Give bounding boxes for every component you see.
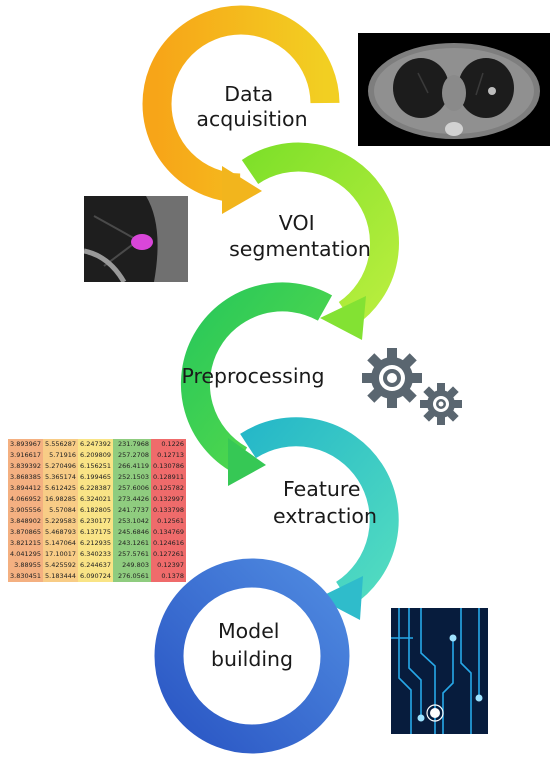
table-cell: 3.893967 — [8, 439, 44, 450]
segmentation-image — [84, 196, 188, 282]
table-cell: 5.183444 — [43, 571, 79, 582]
table-cell: 257.6006 — [113, 483, 152, 494]
table-cell: 16.98285 — [43, 494, 79, 505]
table-cell: 0.12397 — [151, 560, 187, 571]
table-cell: 6.209809 — [78, 450, 114, 461]
table-cell: 252.1503 — [113, 472, 152, 483]
label-preprocessing: Preprocessing — [181, 364, 324, 388]
table-cell: 6.137175 — [78, 527, 114, 538]
label-data-acquisition: Data acquisition — [196, 82, 307, 131]
table-cell: 0.1378 — [151, 571, 187, 582]
table-cell: 3.88955 — [8, 560, 44, 571]
circuit-board-image — [391, 608, 488, 734]
table-cell: 241.7737 — [113, 505, 152, 516]
table-cell: 6.199465 — [78, 472, 114, 483]
table-cell: 6.244637 — [78, 560, 114, 571]
table-cell: 243.1261 — [113, 538, 152, 549]
table-cell: 5.270496 — [43, 461, 79, 472]
table-cell: 5.71916 — [43, 450, 79, 461]
arc-preprocessing — [180, 282, 333, 486]
table-cell: 3.830451 — [8, 571, 44, 582]
table-cell: 0.133798 — [151, 505, 187, 516]
table-cell: 273.4426 — [113, 494, 152, 505]
table-cell: 0.132997 — [151, 494, 187, 505]
table-cell: 0.127261 — [151, 549, 187, 560]
table-cell: 249.803 — [113, 560, 152, 571]
arc-data-acquisition — [142, 5, 340, 214]
table-cell: 5.612425 — [43, 483, 79, 494]
table-cell: 0.12561 — [151, 516, 187, 527]
table-cell: 3.868385 — [8, 472, 44, 483]
table-cell: 6.182805 — [78, 505, 114, 516]
table-cell: 3.870865 — [8, 527, 44, 538]
table-cell: 3.848902 — [8, 516, 44, 527]
table-cell: 3.905556 — [8, 505, 44, 516]
table-cell: 5.365174 — [43, 472, 79, 483]
table-cell: 0.124616 — [151, 538, 187, 549]
table-cell: 276.0561 — [113, 571, 152, 582]
table-cell: 3.839392 — [8, 461, 44, 472]
table-cell: 0.134769 — [151, 527, 187, 538]
table-cell: 257.2708 — [113, 450, 152, 461]
table-cell: 5.425592 — [43, 560, 79, 571]
table-cell: 5.229583 — [43, 516, 79, 527]
gears-icon — [362, 348, 462, 425]
table-cell: 257.5761 — [113, 549, 152, 560]
table-cell: 6.212935 — [78, 538, 114, 549]
arc-voi-segmentation — [241, 142, 399, 340]
table-cell: 5.556287 — [43, 439, 79, 450]
table-cell: 6.247392 — [78, 439, 114, 450]
table-cell: 6.228387 — [78, 483, 114, 494]
table-cell: 6.090724 — [78, 571, 114, 582]
table-cell: 4.066952 — [8, 494, 44, 505]
table-cell: 6.230177 — [78, 516, 114, 527]
table-cell: 6.156251 — [78, 461, 114, 472]
table-cell: 5.468793 — [43, 527, 79, 538]
label-feature-extraction: Feature extraction — [273, 477, 377, 528]
table-cell: 0.130786 — [151, 461, 187, 472]
ring-model-building — [154, 558, 350, 754]
table-cell: 5.147064 — [43, 538, 79, 549]
table-cell: 253.1042 — [113, 516, 152, 527]
table-cell: 0.12713 — [151, 450, 187, 461]
table-cell: 0.125782 — [151, 483, 187, 494]
table-cell: 6.324021 — [78, 494, 114, 505]
table-cell: 17.10017 — [43, 549, 79, 560]
table-cell: 5.57084 — [43, 505, 79, 516]
table-cell: 266.4119 — [113, 461, 152, 472]
table-cell: 245.6846 — [113, 527, 152, 538]
label-voi-segmentation: VOI segmentation — [229, 211, 371, 261]
table-cell: 0.1226 — [151, 439, 187, 450]
label-model-building: Model building — [211, 619, 293, 671]
arc-feature-extraction — [240, 417, 399, 620]
table-cell: 4.041295 — [8, 549, 44, 560]
table-cell: 3.916617 — [8, 450, 44, 461]
table-cell: 3.894412 — [8, 483, 44, 494]
table-cell: 0.128911 — [151, 472, 187, 483]
table-cell: 3.821215 — [8, 538, 44, 549]
ct-scan-image — [358, 33, 550, 146]
table-cell: 231.7968 — [113, 439, 152, 450]
table-cell: 6.340233 — [78, 549, 114, 560]
